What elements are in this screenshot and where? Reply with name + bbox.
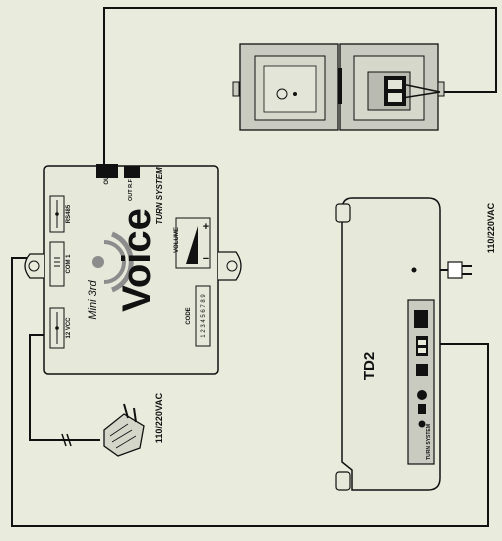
wire-top-bus	[103, 7, 497, 165]
label-out: OUT	[104, 172, 110, 185]
out-rf-connector	[124, 166, 140, 178]
wire-adapter-cord	[29, 334, 100, 441]
sound-wave-icon	[110, 231, 134, 293]
power-adapter-left: 110/220VAC	[103, 392, 164, 457]
vcc12-terminal	[49, 307, 65, 349]
label-vol-minus: −	[203, 253, 209, 265]
label-vcc12: 12 VCC	[66, 317, 72, 339]
td2-unit: TURN SYSTEM TD2	[335, 197, 441, 491]
brand-turn-system: TURN SYSTEM	[155, 167, 164, 225]
logo-script-text: Mini 3rd	[87, 280, 99, 320]
label-power-right: 110/220VAC	[486, 202, 496, 253]
com1-terminal	[49, 241, 65, 287]
label-code: CODE	[186, 307, 192, 324]
voice-control-box: OUT OUT R.F TURN SYSTEM RS485 COM 1 12 V…	[24, 164, 242, 375]
power-plug-right: 110/220VAC	[447, 202, 496, 279]
out-connector	[96, 164, 118, 178]
camera-lens-icon	[276, 88, 288, 100]
code-switch: CODE 1 2 3 4 5 6 7 8 9	[186, 285, 211, 347]
label-power-left: 110/220VAC	[154, 392, 164, 443]
outdoor-panel	[232, 43, 445, 131]
rs485-terminal	[49, 195, 65, 233]
plug-icon	[447, 261, 463, 279]
label-rs485: RS485	[66, 204, 72, 223]
logo-voice-text: Voice	[115, 208, 159, 312]
volume-control: VOLUME − +	[174, 217, 211, 269]
label-com1: COM 1	[66, 254, 72, 274]
label-volume: VOLUME	[174, 227, 180, 253]
label-vol-plus: +	[203, 221, 209, 233]
label-out-rf: OUT R.F	[128, 178, 134, 201]
label-td2: TD2	[361, 352, 378, 380]
volume-wedge-icon	[186, 226, 198, 264]
label-code-digits: 1 2 3 4 5 6 7 8 9	[201, 294, 207, 338]
wire-left-bus	[11, 257, 489, 527]
td2-panel-brand: TURN SYSTEM	[426, 424, 432, 460]
voice-logo: Voice Mini 3rd	[87, 208, 159, 319]
